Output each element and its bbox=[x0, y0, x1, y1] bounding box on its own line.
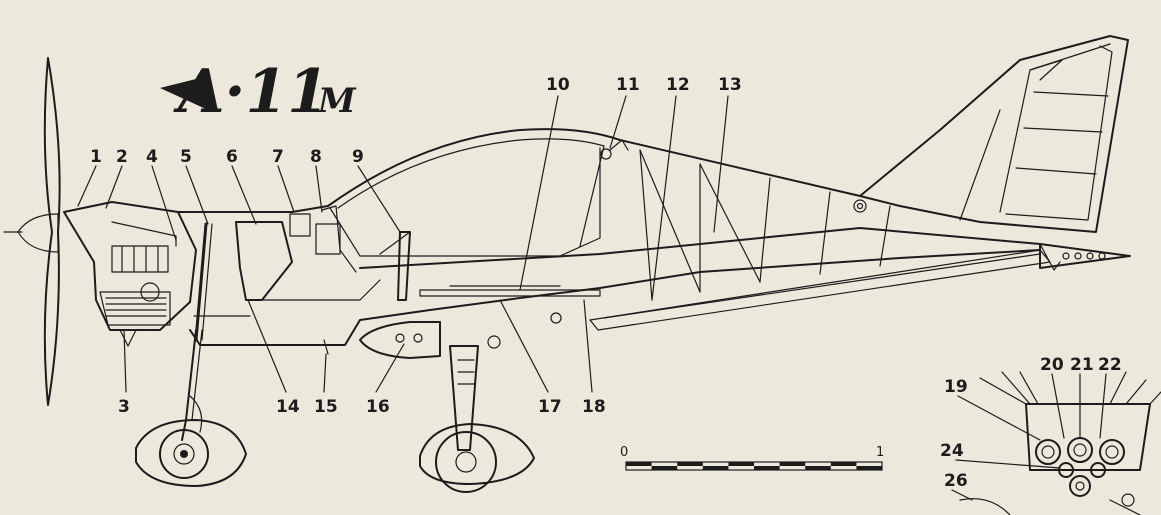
callout-4: 4 bbox=[146, 147, 158, 167]
callout-17: 17 bbox=[538, 397, 562, 417]
scale-start-label: 0 bbox=[620, 445, 628, 460]
callout-16: 16 bbox=[366, 397, 390, 417]
title-suffix: M bbox=[317, 81, 357, 121]
callout-11: 11 bbox=[616, 75, 640, 95]
callout-labels: 1 2 3 4 5 6 7 8 9 10 11 12 13 14 15 16 1… bbox=[90, 75, 1122, 491]
fuselage bbox=[177, 128, 1131, 346]
callout-20: 20 bbox=[1040, 355, 1064, 375]
callout-26: 26 bbox=[944, 471, 968, 491]
engine bbox=[63, 201, 197, 347]
callout-21: 21 bbox=[1070, 355, 1094, 375]
callout-7: 7 bbox=[272, 147, 284, 167]
instrument-panel-inset bbox=[951, 371, 1161, 515]
callout-14: 14 bbox=[276, 397, 300, 417]
scale-bar: 0 1 bbox=[620, 445, 884, 471]
callout-19: 19 bbox=[944, 377, 968, 397]
title-logo: A·11 M bbox=[160, 57, 357, 127]
callout-2: 2 bbox=[116, 147, 128, 167]
scale-end-label: 1 bbox=[876, 445, 884, 460]
callout-3: 3 bbox=[118, 397, 130, 417]
vertical-tail bbox=[853, 35, 1129, 233]
cockpit-interior bbox=[235, 139, 629, 324]
firewall-frame bbox=[193, 222, 329, 355]
callout-10: 10 bbox=[546, 75, 570, 95]
callout-5: 5 bbox=[180, 147, 192, 167]
leader-lines bbox=[77, 95, 729, 393]
title-emblem-shape bbox=[160, 78, 208, 110]
callout-1: 1 bbox=[90, 147, 102, 167]
callout-22: 22 bbox=[1098, 355, 1122, 375]
callout-9: 9 bbox=[352, 147, 364, 167]
callout-12: 12 bbox=[666, 75, 690, 95]
callout-24: 24 bbox=[940, 441, 964, 461]
title-main: A·11 bbox=[173, 57, 329, 127]
nose-landing-gear bbox=[135, 329, 247, 487]
callout-18: 18 bbox=[582, 397, 606, 417]
main-landing-gear bbox=[359, 321, 535, 493]
callout-6: 6 bbox=[226, 147, 238, 167]
callout-13: 13 bbox=[718, 75, 742, 95]
callout-8: 8 bbox=[310, 147, 322, 167]
callout-15: 15 bbox=[314, 397, 338, 417]
propeller bbox=[3, 57, 61, 406]
